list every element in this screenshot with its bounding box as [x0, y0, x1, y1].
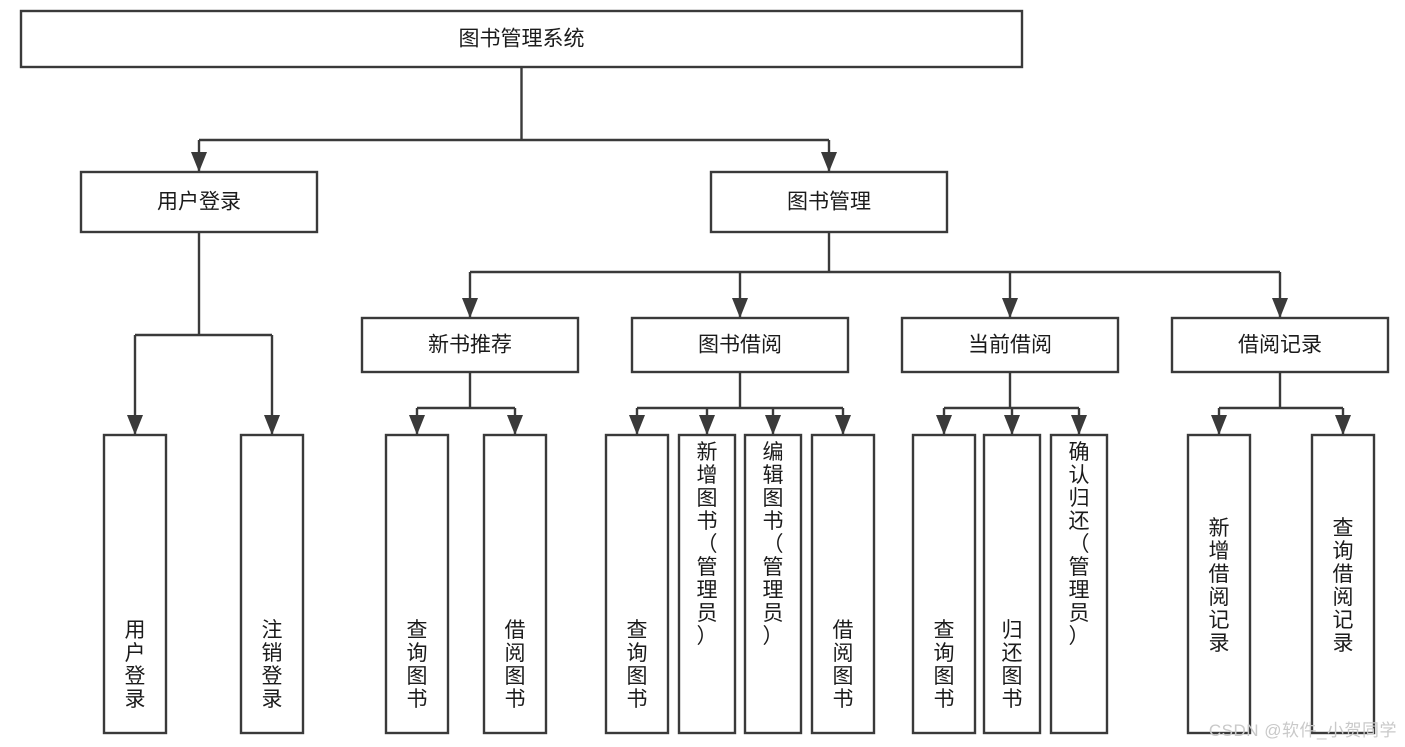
- node-leaf-borrow-take-box: [810, 433, 876, 735]
- node-leaf-borrow-edit-label: 编辑图书（管理员）: [763, 441, 784, 648]
- edge-current-borrow-arrow-1: [1004, 415, 1020, 435]
- node-leaf-user-logout[interactable]: 注销登录: [239, 433, 305, 735]
- node-leaf-borrow-query-label: 查询图书: [627, 619, 648, 711]
- node-leaf-cur-confirm-box: [1049, 433, 1109, 735]
- edge-book-manage-arrow-1: [732, 298, 748, 318]
- node-leaf-cur-query-label: 查询图书: [934, 619, 955, 711]
- node-root-label: 图书管理系统: [459, 28, 585, 51]
- node-user-login-label: 用户登录: [157, 191, 241, 214]
- edge-root-arrow-1: [821, 152, 837, 172]
- node-current-borrow-box: [900, 316, 1120, 374]
- edge-book-borrow-arrow-3: [835, 415, 851, 435]
- node-leaf-rec-add[interactable]: 新增借阅记录: [1186, 433, 1252, 735]
- csdn-watermark: CSDN @软件_小贺同学: [1208, 721, 1397, 740]
- node-leaf-user-logout-label: 注销登录: [262, 619, 283, 711]
- edge-book-manage-arrow-0: [462, 298, 478, 318]
- node-leaf-rec-query[interactable]: 查询图书: [384, 433, 450, 735]
- edge-root-arrow-0: [191, 152, 207, 172]
- node-leaf-borrow-edit-box: [743, 433, 803, 735]
- node-leaf-rec-add-box: [1186, 433, 1252, 735]
- node-new-book-rec-box: [360, 316, 580, 374]
- node-leaf-borrow-add[interactable]: 新增图书（管理员）: [677, 433, 737, 735]
- node-current-borrow-label: 当前借阅: [968, 334, 1052, 357]
- node-leaf-rec-borrow[interactable]: 借阅图书: [482, 433, 548, 735]
- edge-current-borrow-arrow-0: [936, 415, 952, 435]
- node-leaf-user-logout-box: [239, 433, 305, 735]
- node-leaf-cur-return[interactable]: 归还图书: [982, 433, 1042, 735]
- node-leaf-user-login-box: [102, 433, 168, 735]
- node-leaf-rec-search-label: 查询借阅记录: [1333, 517, 1354, 655]
- node-leaf-rec-search[interactable]: 查询借阅记录: [1310, 433, 1376, 735]
- node-leaf-rec-borrow-label: 借阅图书: [505, 619, 526, 711]
- node-leaf-cur-return-label: 归还图书: [1002, 619, 1023, 711]
- node-book-manage-label: 图书管理: [787, 191, 871, 214]
- node-new-book-rec[interactable]: 新书推荐: [360, 316, 580, 374]
- edge-book-manage-arrow-2: [1002, 298, 1018, 318]
- node-leaf-cur-confirm[interactable]: 确认归还（管理员）: [1049, 433, 1109, 735]
- node-borrow-record[interactable]: 借阅记录: [1170, 316, 1390, 374]
- edge-user-login-arrow-1: [264, 415, 280, 435]
- node-leaf-rec-query-label: 查询图书: [407, 619, 428, 711]
- node-leaf-cur-query[interactable]: 查询图书: [911, 433, 977, 735]
- edge-user-login-arrow-0: [127, 415, 143, 435]
- node-book-manage[interactable]: 图书管理: [709, 170, 949, 234]
- node-leaf-rec-add-label: 新增借阅记录: [1209, 517, 1230, 655]
- node-user-login[interactable]: 用户登录: [79, 170, 319, 234]
- node-leaf-borrow-edit[interactable]: 编辑图书（管理员）: [743, 433, 803, 735]
- node-leaf-borrow-take[interactable]: 借阅图书: [810, 433, 876, 735]
- node-leaf-cur-query-box: [911, 433, 977, 735]
- node-leaf-rec-borrow-box: [482, 433, 548, 735]
- node-leaf-user-login-label: 用户登录: [125, 619, 146, 711]
- node-root-box: [19, 9, 1024, 69]
- node-borrow-record-box: [1170, 316, 1390, 374]
- node-leaf-borrow-query-box: [604, 433, 670, 735]
- node-book-borrow-box: [630, 316, 850, 374]
- node-book-borrow[interactable]: 图书借阅: [630, 316, 850, 374]
- edge-book-borrow-arrow-2: [765, 415, 781, 435]
- edge-book-manage-arrow-3: [1272, 298, 1288, 318]
- node-leaf-rec-search-box: [1310, 433, 1376, 735]
- node-leaf-borrow-add-box: [677, 433, 737, 735]
- node-leaf-cur-confirm-label: 确认归还（管理员）: [1069, 441, 1090, 648]
- node-leaf-cur-return-box: [982, 433, 1042, 735]
- node-layer: 图书管理系统用户登录图书管理新书推荐图书借阅当前借阅借阅记录用户登录注销登录查询…: [19, 9, 1390, 735]
- edge-borrow-record-arrow-0: [1211, 415, 1227, 435]
- node-leaf-user-login[interactable]: 用户登录: [102, 433, 168, 735]
- node-leaf-borrow-take-label: 借阅图书: [833, 619, 854, 711]
- edge-book-borrow-arrow-0: [629, 415, 645, 435]
- node-new-book-rec-label: 新书推荐: [428, 334, 512, 357]
- node-book-borrow-label: 图书借阅: [698, 334, 782, 357]
- edge-new-book-rec-arrow-1: [507, 415, 523, 435]
- node-leaf-borrow-add-label: 新增图书（管理员）: [697, 441, 718, 648]
- node-leaf-rec-query-box: [384, 433, 450, 735]
- edge-current-borrow-arrow-2: [1071, 415, 1087, 435]
- node-borrow-record-label: 借阅记录: [1238, 334, 1322, 357]
- node-book-manage-box: [709, 170, 949, 234]
- node-user-login-box: [79, 170, 319, 234]
- node-leaf-borrow-query[interactable]: 查询图书: [604, 433, 670, 735]
- node-current-borrow[interactable]: 当前借阅: [900, 316, 1120, 374]
- edge-book-borrow-arrow-1: [699, 415, 715, 435]
- node-root[interactable]: 图书管理系统: [19, 9, 1024, 69]
- edge-borrow-record-arrow-1: [1335, 415, 1351, 435]
- edge-new-book-rec-arrow-0: [409, 415, 425, 435]
- connector-layer: [127, 67, 1351, 435]
